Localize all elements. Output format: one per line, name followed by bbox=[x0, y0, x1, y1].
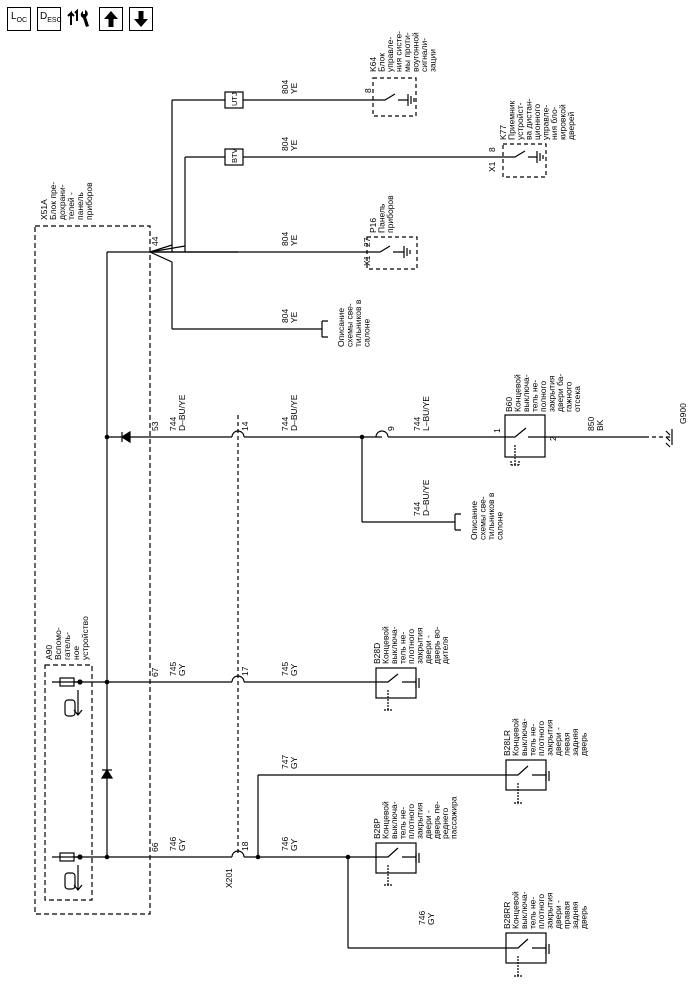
p16-connector: X1 bbox=[362, 255, 372, 266]
b28p-label: B28P Концевой выключа- тель не- плотного… bbox=[372, 796, 459, 839]
splice-pin-9: 9 bbox=[386, 426, 396, 431]
wire-746c-color: GY bbox=[426, 912, 436, 925]
b28rr-label: B28RR Концевой выключа- тель не- плотног… bbox=[502, 889, 589, 929]
desc-label: D bbox=[40, 11, 48, 22]
x201-pin-17: 17 bbox=[240, 666, 250, 676]
wire-746c-code: 746 bbox=[417, 911, 427, 925]
wire-746b-color: GY bbox=[289, 838, 299, 851]
desc-sub2: S bbox=[51, 17, 57, 24]
k64-pin: 8 bbox=[363, 88, 373, 93]
a90-box bbox=[44, 664, 93, 901]
wire-744b-color: D–BU/YE bbox=[289, 394, 299, 431]
x201-pin-18: 18 bbox=[240, 841, 250, 851]
wire-746a-color: GY bbox=[177, 838, 187, 851]
wire-747-color: GY bbox=[289, 756, 299, 769]
wire-747-code: 747 bbox=[280, 755, 290, 769]
wire-744d-code: 744 bbox=[412, 502, 422, 516]
arrow-up-icon[interactable] bbox=[99, 7, 123, 31]
loc-sub2: C bbox=[22, 17, 28, 24]
x201-pin-14: 14 bbox=[240, 421, 250, 431]
arrow-down-icon[interactable] bbox=[129, 7, 153, 31]
wire-744b-code: 744 bbox=[280, 417, 290, 431]
wire-804-btv-color: YE bbox=[289, 139, 299, 151]
x51a-label: X51A Блок пре- дохрани- телей - панель п… bbox=[39, 179, 94, 220]
wire-744c-code: 744 bbox=[412, 417, 422, 431]
pin-67: 67 bbox=[150, 667, 160, 677]
b60-pin2: 2 bbox=[548, 436, 558, 441]
loc-sub1: O bbox=[16, 17, 23, 24]
wire-744c-color: L–BU/YE bbox=[421, 396, 431, 431]
wire-745b-code: 745 bbox=[280, 662, 290, 676]
wire-804-lighting-color: YE bbox=[289, 311, 299, 323]
wire-804-p16-color: YE bbox=[289, 234, 299, 246]
wire-745b-color: GY bbox=[289, 663, 299, 676]
k77-connector: X1 bbox=[487, 161, 497, 172]
lighting-ref-bottom: Описание схемы све- тильников в салоне bbox=[469, 490, 505, 540]
k77-pin: 8 bbox=[487, 147, 497, 152]
b60-label: B60 Концевой выключа- тель не- полного з… bbox=[504, 371, 582, 412]
wire-804-btv-code: 804 bbox=[280, 137, 290, 151]
wire-850-code: 850 bbox=[586, 417, 596, 431]
toolbar: LOC DESC bbox=[7, 7, 153, 31]
wrench-arrows-icon[interactable] bbox=[67, 7, 93, 31]
b28d-label: B28D Концевой выключа- тель не- плотного… bbox=[372, 624, 450, 664]
wire-746b-code: 746 bbox=[280, 837, 290, 851]
loc-label: L bbox=[11, 11, 17, 22]
wire-804-p16-code: 804 bbox=[280, 232, 290, 246]
x201-label: X201 bbox=[224, 868, 234, 888]
b60-pin1: 1 bbox=[492, 428, 502, 433]
k64-label: K64 Блок управле- ния систе- мы проти- в… bbox=[368, 29, 438, 72]
desc-icon[interactable]: DESC bbox=[37, 7, 62, 31]
wire-745a-code: 745 bbox=[168, 662, 178, 676]
k77-label: K77 Приемник устройст- ва дистан- ционно… bbox=[498, 96, 576, 140]
wire-746a-code: 746 bbox=[168, 837, 178, 851]
btv-box-label: BTV bbox=[230, 148, 239, 163]
desc-sub1: E bbox=[47, 17, 52, 24]
wire-745a-color: GY bbox=[177, 663, 187, 676]
utj-box-label: UTJ bbox=[230, 92, 239, 106]
p16-pin: 27 bbox=[362, 237, 372, 247]
wire-744a-color: D–BU/YE bbox=[177, 394, 187, 431]
wire-744a-code: 744 bbox=[168, 417, 178, 431]
p16-label: P16 Панель приборов bbox=[368, 195, 395, 233]
wire-850-color: BK bbox=[595, 419, 605, 431]
lighting-ref-top: Описание схемы све- тильников в салоне bbox=[336, 297, 372, 347]
b28lr-label: B28LR Концевой выключа- тель не- плотног… bbox=[502, 716, 589, 756]
wire-744d-color: D–BU/YE bbox=[421, 479, 431, 516]
pin-66: 66 bbox=[150, 842, 160, 852]
pin-53: 53 bbox=[150, 421, 160, 431]
wire-804-utj-color: YE bbox=[289, 82, 299, 94]
desc-sub3: C bbox=[56, 17, 62, 24]
pin-44: 44 bbox=[150, 236, 160, 246]
wire-804-lighting-code: 804 bbox=[280, 309, 290, 323]
ground-g900: G900 bbox=[678, 403, 688, 424]
wire-804-utj-code: 804 bbox=[280, 80, 290, 94]
x51a-box bbox=[34, 225, 151, 915]
loc-icon[interactable]: LOC bbox=[7, 7, 31, 31]
a90-label: A90 Вспомо- гатель- ное устройство bbox=[44, 616, 90, 660]
